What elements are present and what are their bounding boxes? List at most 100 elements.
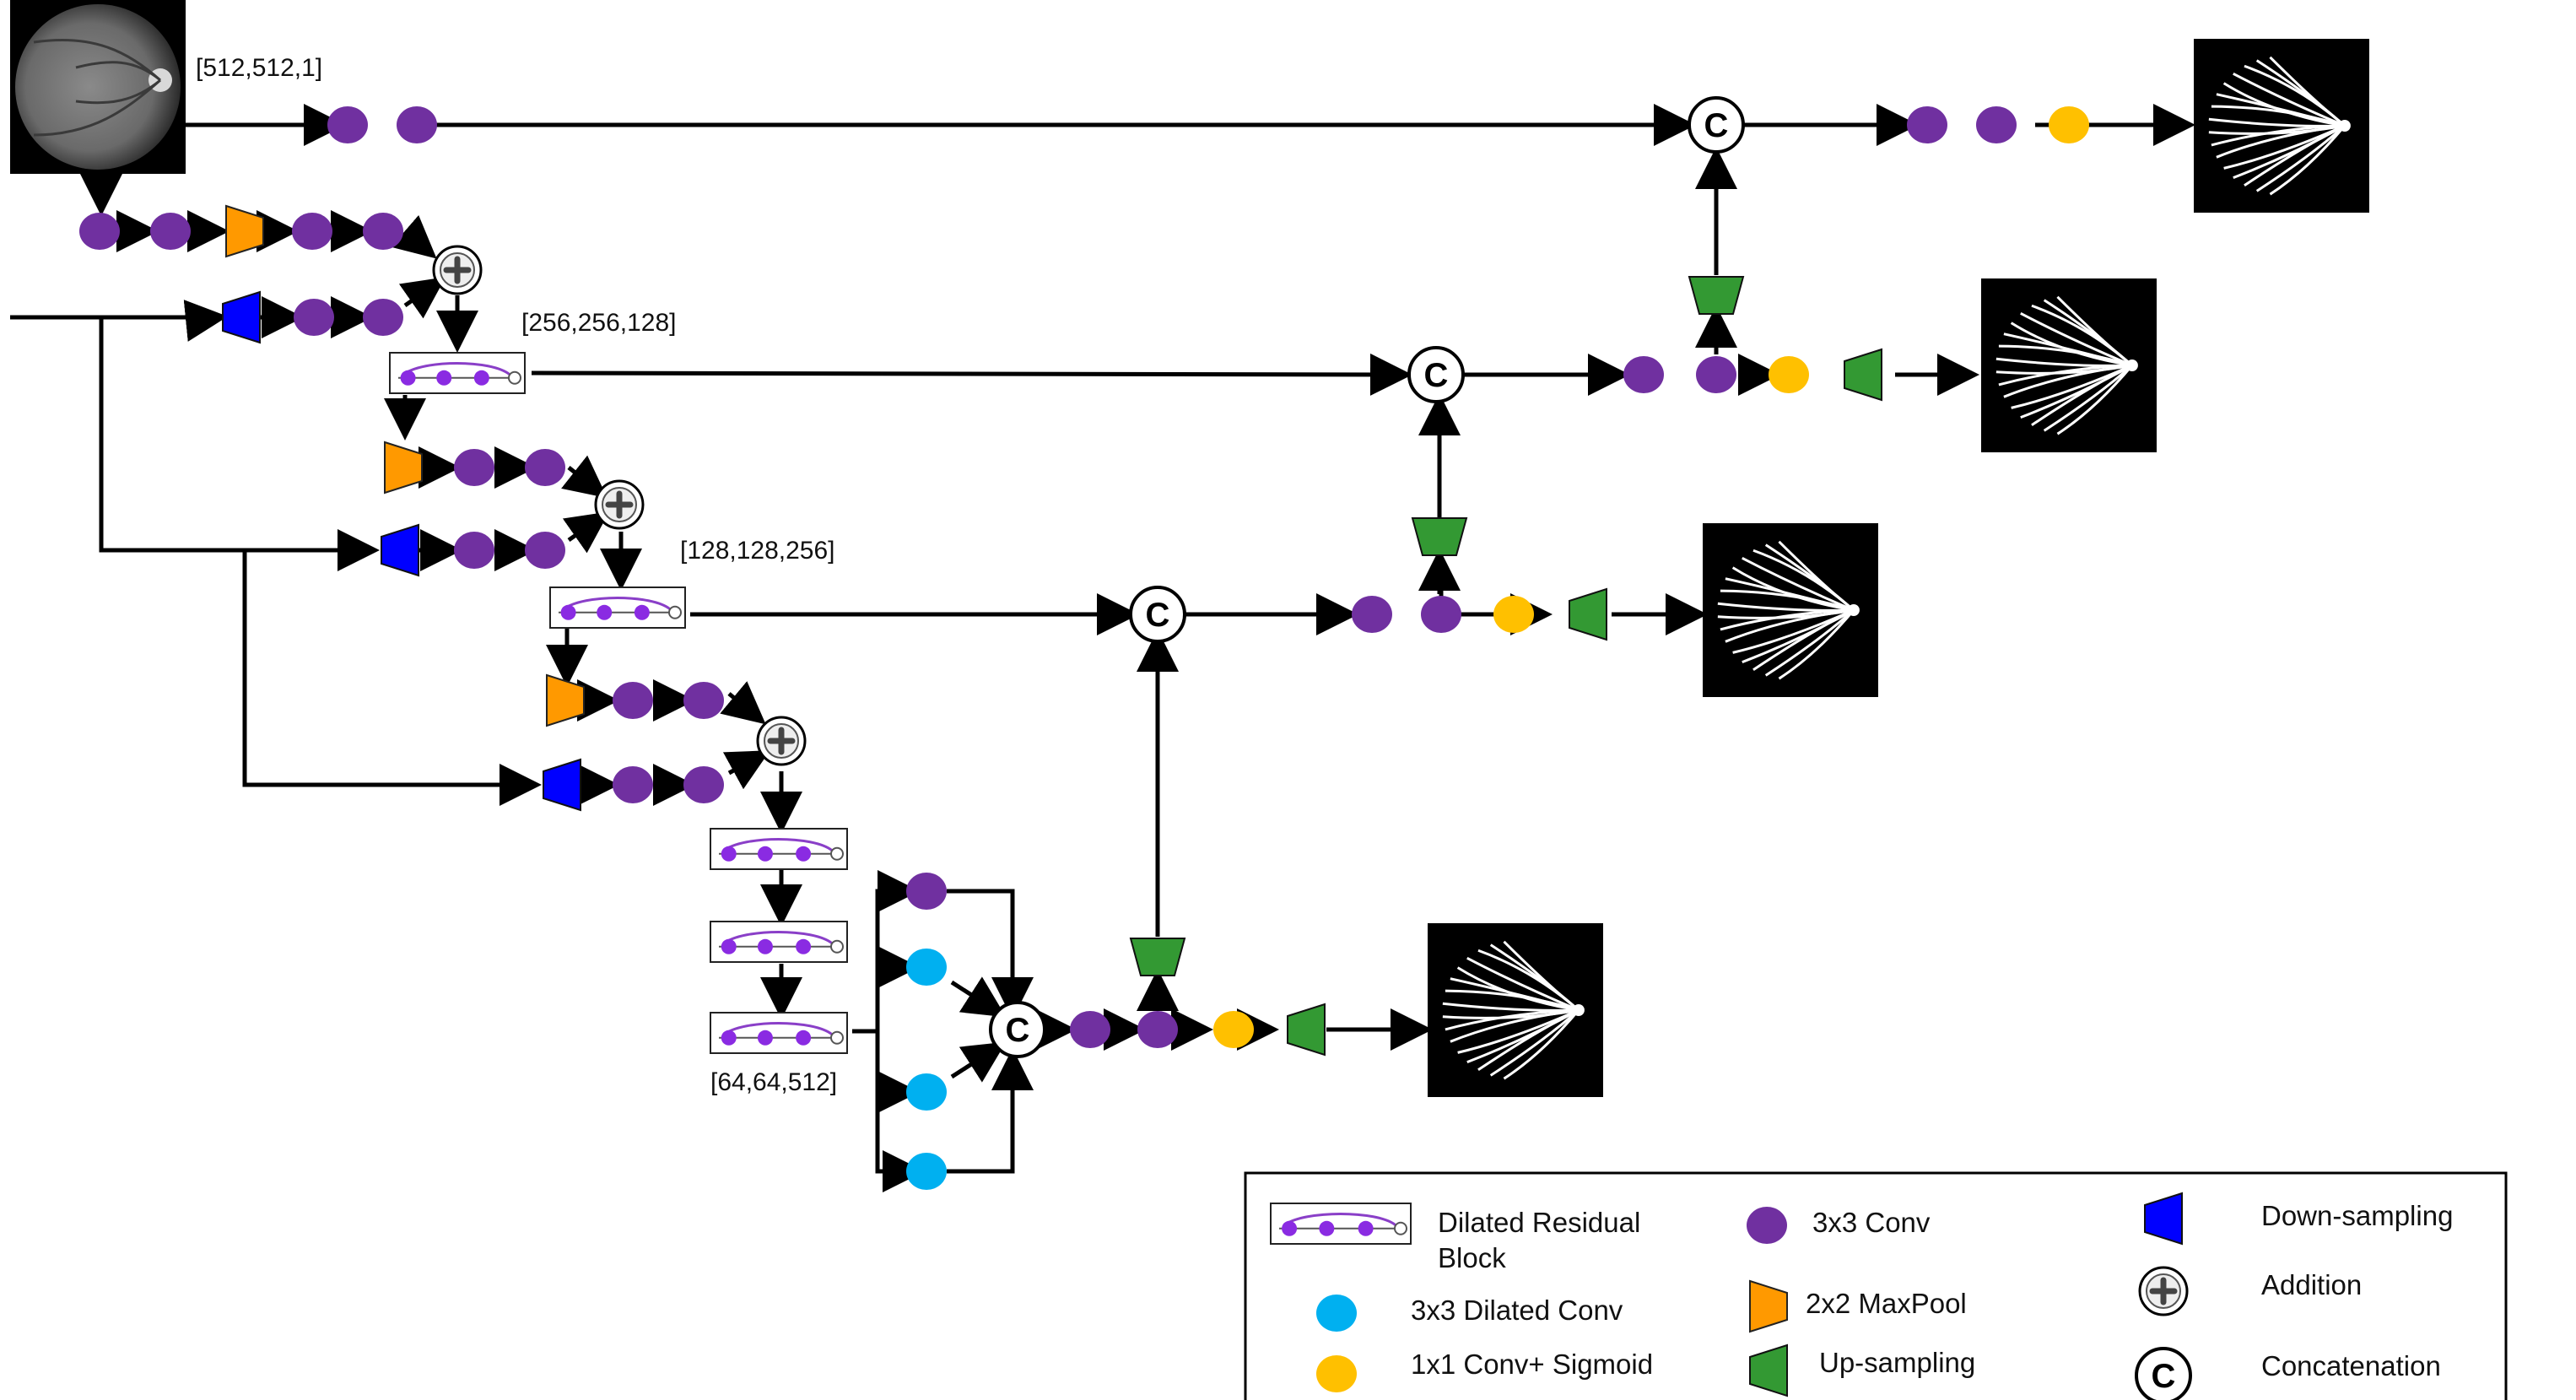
block-dot (721, 846, 737, 862)
connection-line (10, 300, 228, 342)
vessel-branch (1466, 957, 1580, 1012)
concatenation-symbol: C (1424, 357, 1449, 394)
legend-dilated-conv-label: 3x3 Dilated Conv (1411, 1295, 1623, 1326)
block-add-dot (1394, 1221, 1407, 1235)
conv-node (1421, 596, 1461, 633)
conv-node (1696, 356, 1736, 393)
conv-node (1976, 106, 2017, 143)
conv-node (1352, 596, 1392, 633)
upsampling-shape (1287, 1003, 1326, 1057)
concatenation-circle (1688, 96, 1745, 154)
connection-lines (10, 104, 2195, 1192)
upsampling-shape (1569, 587, 1607, 641)
maxpool-shape (546, 673, 585, 727)
block-dot (757, 938, 773, 954)
vessel-branch (2269, 125, 2346, 196)
vessel-branch (1457, 1008, 1580, 1054)
upsampling-shape (1411, 517, 1468, 556)
upsampling-shape (1749, 1343, 1788, 1397)
legend-sigmoid-label: 1x1 Conv+ Sigmoid (1411, 1349, 1653, 1380)
connection-line (722, 750, 770, 790)
connection-line (562, 511, 610, 554)
conv-node (613, 766, 653, 803)
vessel-tree (1442, 940, 1585, 1080)
legend-addition-label: Addition (2261, 1269, 2362, 1300)
vessel-branch (2255, 124, 2346, 192)
block-dot (1319, 1220, 1335, 1236)
conv-node (363, 299, 403, 336)
vessel-branch (2208, 124, 2346, 135)
concatenation-symbol: C (1704, 107, 1729, 144)
sigmoid-node (2049, 106, 2089, 143)
conv-node (327, 106, 368, 143)
optic-disc (2125, 359, 2138, 371)
input-fundus-image (10, 0, 186, 174)
block-skip-arc (402, 361, 510, 376)
vessel-branch (2223, 124, 2346, 170)
legend-maxpool-label: 2x2 MaxPool (1806, 1288, 1967, 1319)
vessel-branch (1778, 540, 1855, 612)
block-add-dot (508, 370, 521, 385)
concatenation-circle (1407, 346, 1465, 403)
conv-node (1623, 356, 1664, 393)
connection-line (531, 353, 1412, 396)
conv-node (1747, 1207, 1787, 1244)
vessel-tree (1717, 540, 1860, 680)
conv-node (454, 532, 494, 569)
downsampling-shape (543, 758, 581, 812)
block-dot (634, 604, 650, 620)
dilated-conv-node (906, 949, 947, 986)
vessel-branch (2020, 312, 2133, 367)
vessel-branch (1731, 566, 1855, 612)
vessel-tree (1995, 295, 2138, 435)
legend-drb-label-1: Dilated Residual (1438, 1207, 1640, 1238)
block-skip-arc (1283, 1213, 1396, 1227)
conv-node (292, 213, 332, 250)
sigmoid-node (1316, 1355, 1357, 1392)
sigmoid-node (1213, 1011, 1254, 1048)
block-skip-arc (723, 837, 833, 852)
block-dot (400, 370, 416, 386)
block-dot (560, 604, 576, 620)
concatenation-symbol: C (1006, 1012, 1030, 1049)
vessel-branch (2011, 364, 2133, 409)
block-dot (757, 1030, 773, 1046)
plus-icon (767, 727, 796, 755)
downsampling-shape (2144, 1192, 2183, 1246)
label-input-size: [512,512,1] (196, 54, 322, 82)
label-level3-size: [64,64,512] (710, 1068, 837, 1096)
optic-disc (2338, 120, 2351, 132)
block-skip-arc (723, 1021, 833, 1036)
maxpool-shape (225, 204, 264, 258)
legend: Dilated Residual Block 3x3 Dilated Conv … (1244, 1171, 2508, 1400)
sigmoid-node (1769, 356, 1809, 393)
legend-concatenation-label: Concatenation (2261, 1350, 2441, 1381)
maxpool-shape (1749, 1279, 1788, 1333)
optic-disc (1572, 1004, 1585, 1016)
concatenation-symbol: C (2152, 1358, 2176, 1395)
block-dot (473, 370, 489, 386)
vessel-branch (1717, 608, 1855, 619)
vessel-branch (2043, 364, 2133, 432)
dilated-conv-node (1316, 1295, 1357, 1332)
block-dot (436, 370, 452, 386)
connection-line (720, 681, 766, 725)
vessel-branch (1732, 608, 1855, 654)
conv-node (683, 766, 724, 803)
connection-line (561, 455, 608, 499)
vessel-branch (1778, 609, 1855, 680)
label-level1-size: [256,256,128] (521, 309, 677, 337)
concatenation-symbol: C (1146, 597, 1170, 634)
conv-node (906, 873, 947, 910)
conv-node (613, 682, 653, 719)
vessel-branch (1764, 608, 1855, 677)
block-add-dot (830, 939, 844, 954)
block-dot (721, 938, 737, 954)
vessel-branch (2208, 117, 2345, 127)
conv-node (454, 449, 494, 486)
conv-node (1907, 106, 1947, 143)
connection-line (950, 976, 1007, 1018)
vessel-branch (1442, 1002, 1579, 1012)
vessel-tree (2208, 56, 2351, 196)
